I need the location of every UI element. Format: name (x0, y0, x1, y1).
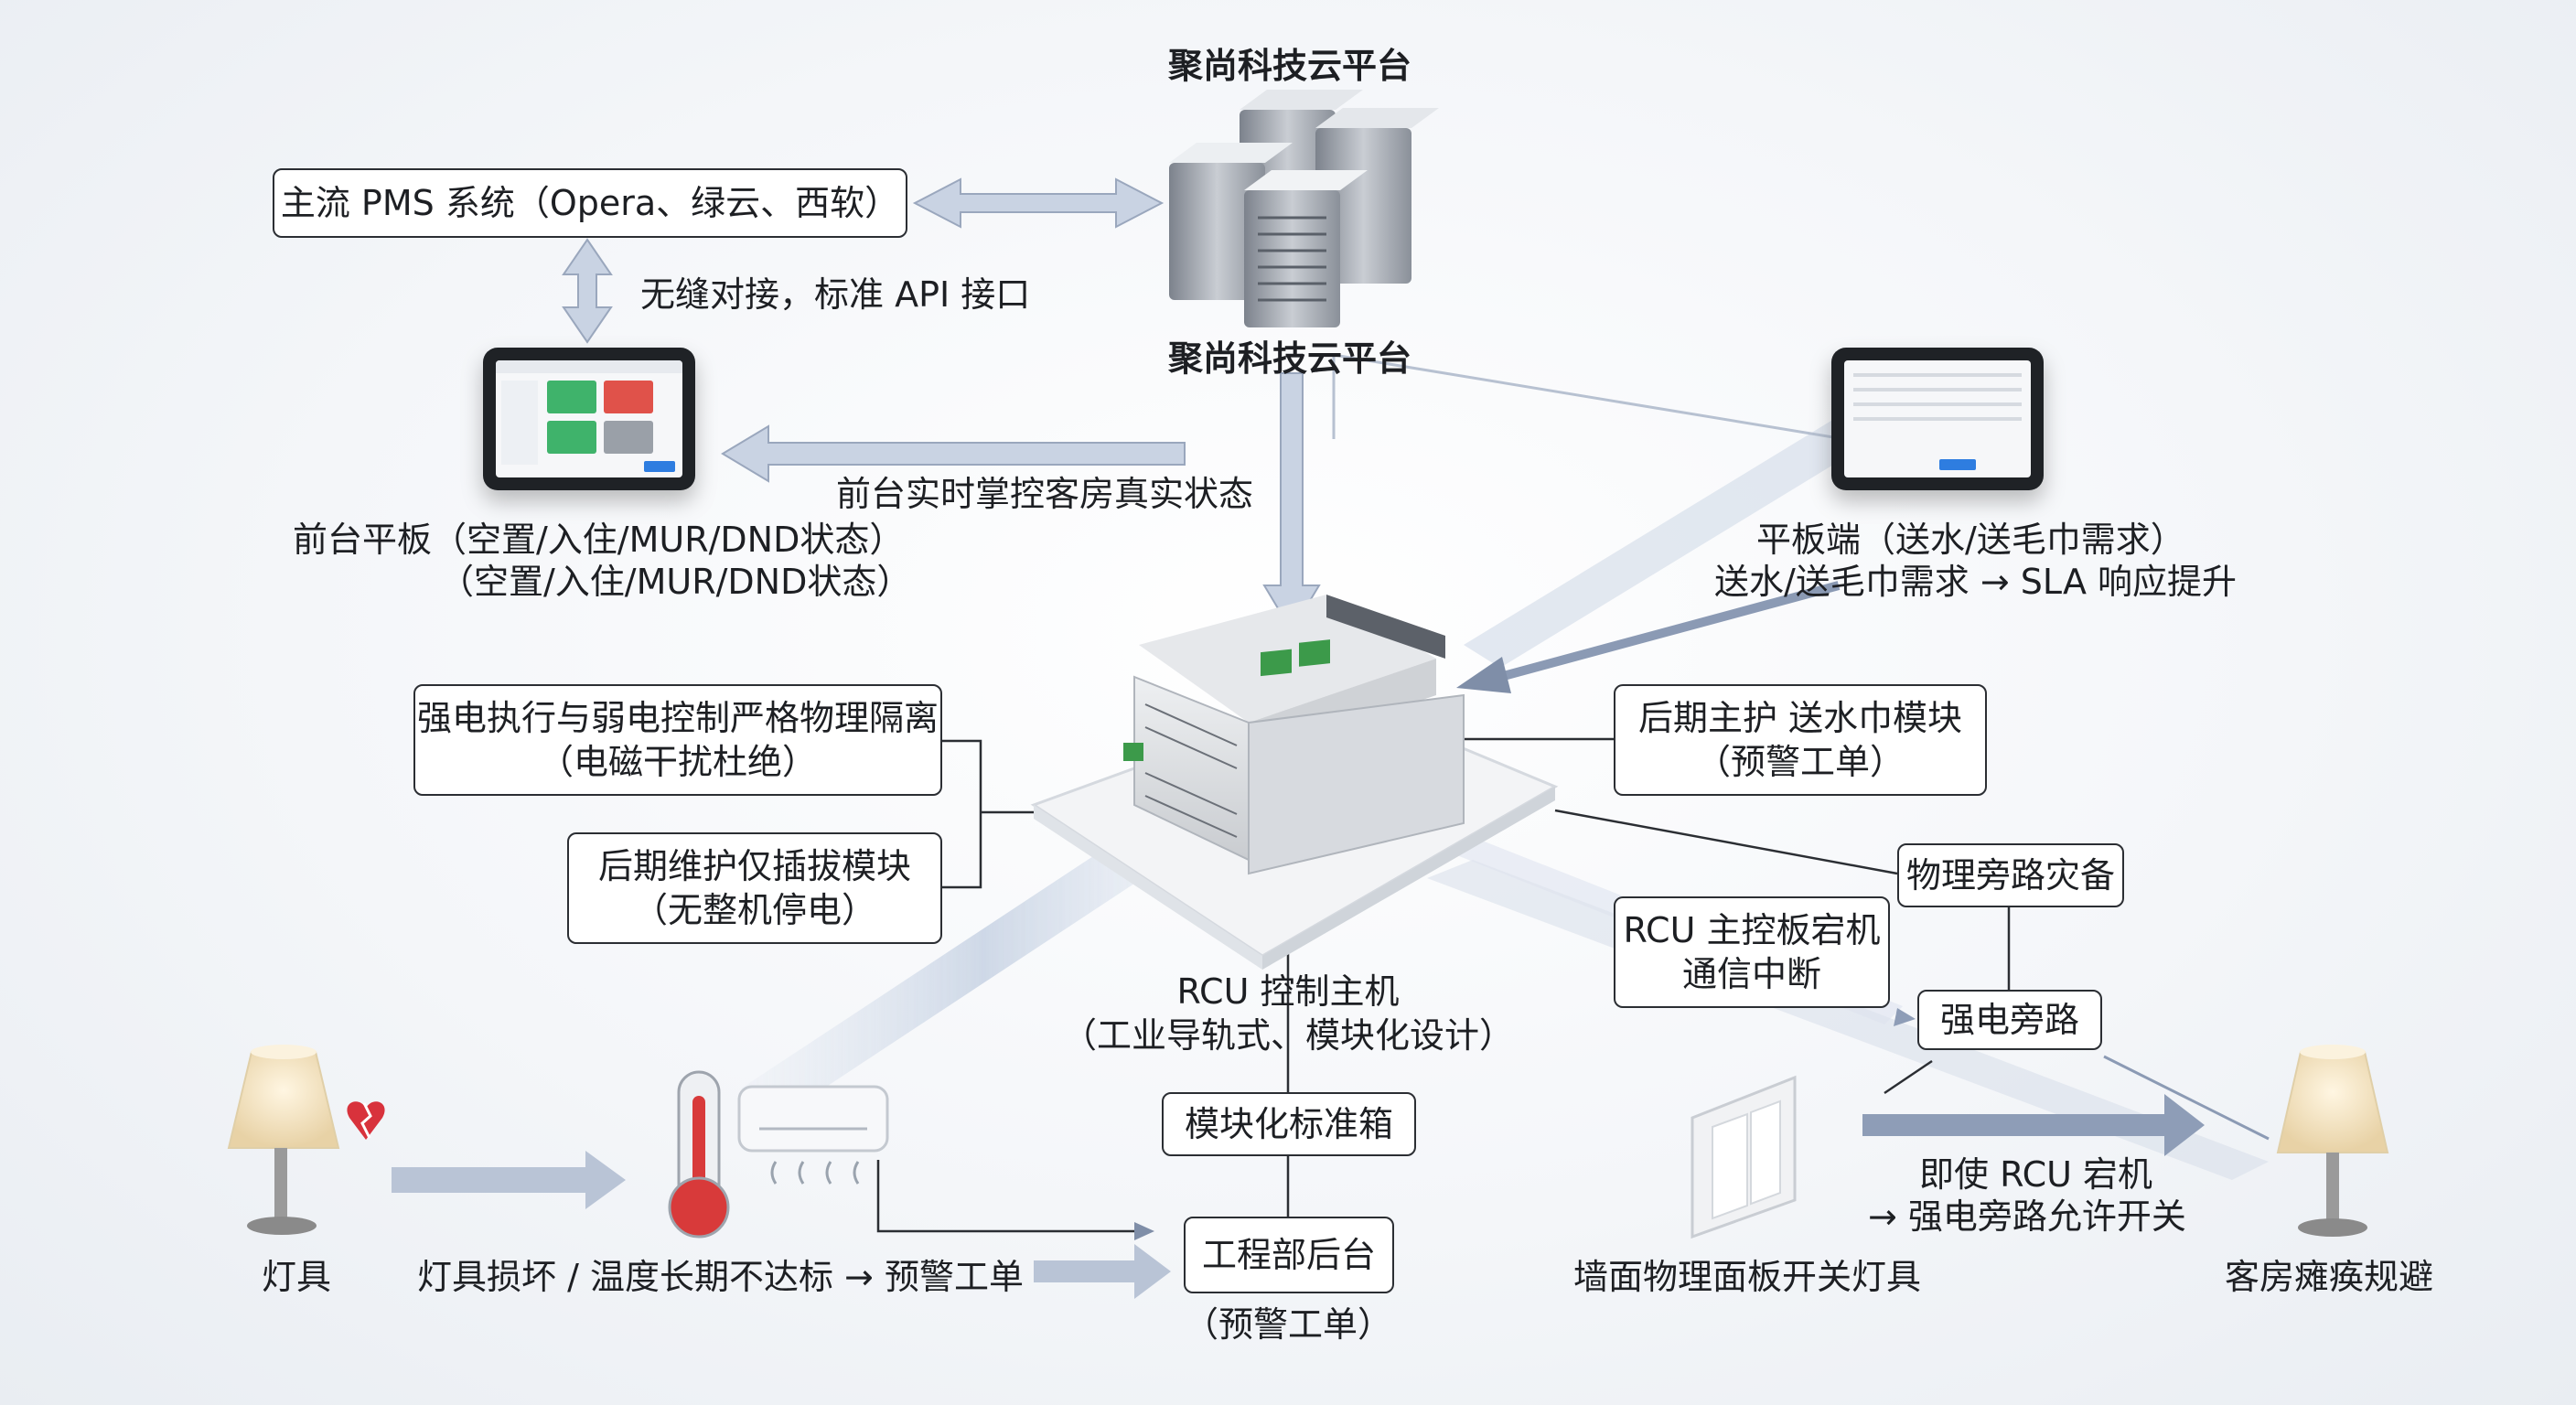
rcu-down-line-1: RCU 主控板宕机 (1623, 910, 1881, 950)
beam-service (1464, 416, 1875, 668)
connector-lines (876, 353, 2270, 1240)
lamp-label: 灯具 (262, 1257, 332, 1297)
status-tile-green-2[interactable] (547, 421, 596, 454)
status-tile-grey[interactable] (604, 421, 653, 454)
engineering-label: 工程部后台 (1201, 1235, 1376, 1275)
maintenance-box: 后期维护仅插拔模块 （无整机停电） (567, 832, 942, 944)
confirm-button[interactable] (644, 461, 675, 472)
rcu-device-icon (1030, 595, 1559, 970)
pms-label: 主流 PMS 系统（Opera、绿云、西软） (280, 183, 900, 223)
front-desk-tablet[interactable] (483, 348, 695, 490)
service-tablet[interactable] (1831, 348, 2044, 490)
maintenance-line-2: （无整机停电） (632, 890, 876, 930)
modular-box-label: 模块化标准箱 (1184, 1104, 1393, 1144)
maintenance-line-1: 后期维护仅插拔模块 (597, 846, 911, 886)
front-desk-label-2: （空置/入住/MUR/DND状态） (439, 562, 912, 602)
pms-cloud-arrow (912, 177, 1165, 229)
bottom-arrows (392, 1008, 2205, 1299)
strong-bypass-box: 强电旁路 (1917, 990, 2102, 1050)
isolation-box: 强电执行与弱电控制严格物理隔离 （电磁干扰杜绝） (413, 684, 942, 796)
wall-switch-icon (1690, 1075, 1797, 1239)
upkeep-box: 后期主护 送水巾模块 （预警工单） (1614, 684, 1987, 796)
cloud-server-icon (1169, 90, 1439, 327)
pms-tablet-arrow (562, 238, 613, 344)
api-label: 无缝对接，标准 API 接口 (640, 274, 1031, 315)
rcu-label-1: RCU 控制主机 (1176, 971, 1400, 1012)
bypass-title: 物理旁路灾备 (1905, 855, 2115, 896)
bypass-box: 物理旁路灾备 (1897, 843, 2124, 907)
submit-button[interactable] (1939, 459, 1976, 470)
front-desk-screen (496, 360, 682, 477)
rcu-down-box: RCU 主控板宕机 通信中断 (1614, 896, 1890, 1008)
cloud-title-bottom: 聚尚科技云平台 (1167, 338, 1411, 379)
status-tile-green[interactable] (547, 381, 596, 413)
upkeep-line-1: 后期主护 送水巾模块 (1637, 698, 1963, 738)
allow-label-1: 即使 RCU 宕机 (1919, 1154, 2153, 1195)
service-label-2: 送水/送毛巾需求 → SLA 响应提升 (1714, 562, 2238, 602)
cloud-title-top: 聚尚科技云平台 (1167, 46, 1411, 86)
modular-box: 模块化标准箱 (1162, 1092, 1416, 1156)
allow-label-2: → 强电旁路允许开关 (1868, 1196, 2186, 1237)
status-arrow (721, 424, 1186, 483)
beam-to-lamp-left (741, 805, 1226, 1107)
air-conditioner-icon (737, 1085, 889, 1185)
engineering-sub: （预警工单） (1183, 1304, 1392, 1345)
isolation-line-2: （电磁干扰杜绝） (538, 742, 817, 782)
strong-bypass-label: 强电旁路 (1939, 1000, 2079, 1040)
status-tile-red[interactable] (604, 381, 653, 413)
engineering-box: 工程部后台 (1184, 1217, 1394, 1293)
warning-label: 灯具损坏 / 温度长期不达标 → 预警工单 (417, 1257, 1024, 1297)
pms-box: 主流 PMS 系统（Opera、绿云、西软） (273, 168, 907, 238)
rcu-label-2: （工业导轨式、模块化设计） (1061, 1015, 1514, 1056)
lamp-left-icon (227, 1045, 385, 1235)
status-label: 前台实时掌控客房真实状态 (836, 474, 1254, 514)
upkeep-line-2: （预警工单） (1695, 742, 1905, 782)
service-arrow (1456, 581, 1841, 693)
wall-switch-label: 墙面物理面板开关灯具 (1573, 1257, 1922, 1297)
service-label-1: 平板端（送水/送毛巾需求） (1756, 520, 2185, 560)
service-screen (1844, 360, 2031, 477)
avoid-label: 客房瘫痪规避 (2225, 1257, 2434, 1297)
front-desk-label-1: 前台平板（空置/入住/MUR/DND状态） (293, 520, 905, 560)
lamp-right-icon (2276, 1045, 2389, 1237)
isolation-line-1: 强电执行与弱电控制严格物理隔离 (416, 698, 939, 738)
cloud-rcu-arrow (1262, 372, 1321, 633)
rcu-down-line-2: 通信中断 (1681, 954, 1821, 994)
thermometer-icon (668, 1070, 730, 1239)
